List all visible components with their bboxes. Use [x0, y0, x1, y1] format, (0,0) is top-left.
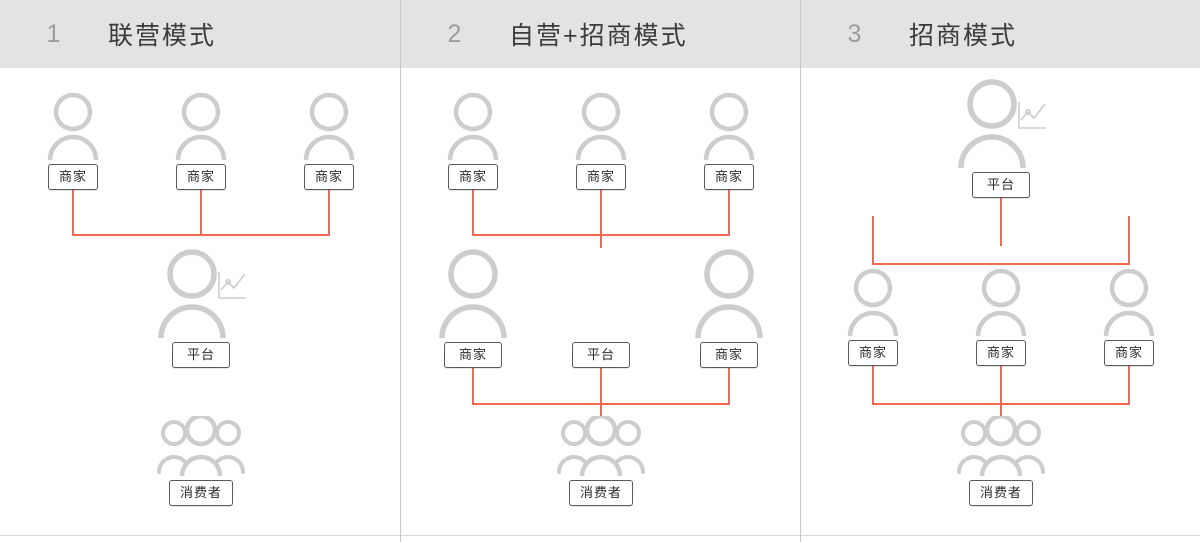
- panel-2-body: 商家 商家: [401, 68, 800, 542]
- panel-1-consumer[interactable]: 消费者: [146, 413, 256, 506]
- panel-2-merchant-3[interactable]: 商家: [689, 88, 769, 190]
- person-with-chart-icon: [151, 246, 251, 341]
- person-icon: [679, 246, 779, 341]
- panel-2-consumer-label: 消费者: [568, 480, 633, 506]
- person-icon: [445, 88, 501, 163]
- person-icon: [845, 264, 901, 339]
- people-group-icon: [155, 413, 247, 479]
- panel-1-merchant-1[interactable]: 商家: [33, 88, 113, 190]
- people-group-icon: [955, 413, 1047, 479]
- panel-1-platform-label: 平台: [171, 342, 230, 368]
- panel-1-body: 商家 商家: [0, 68, 400, 542]
- panel-1-platform[interactable]: 平台: [151, 246, 251, 368]
- person-icon: [1101, 264, 1157, 339]
- panel-3-index: 3: [847, 19, 863, 48]
- panel-3-title: 招商模式: [909, 22, 1018, 50]
- panel-2-platform[interactable]: 平台: [551, 246, 651, 368]
- panel-2-consumer[interactable]: 消费者: [546, 413, 656, 506]
- panel-1-bottom-rule: [0, 535, 400, 536]
- panel-1: 1 联营模式: [0, 0, 400, 542]
- panel-2-merchant-3-label: 商家: [703, 164, 754, 190]
- person-icon: [701, 88, 757, 163]
- panel-2: 2 自营+招商模式: [400, 0, 800, 542]
- panel-1-header: 1 联营模式: [0, 0, 400, 68]
- person-icon: [301, 88, 357, 163]
- panel-1-merchant-2-label: 商家: [175, 164, 226, 190]
- panel-2-header: 2 自营+招商模式: [401, 0, 800, 68]
- panel-3-bottom-rule: [801, 535, 1200, 536]
- panel-2-index: 2: [447, 19, 463, 48]
- panel-3-header: 3 招商模式: [801, 0, 1200, 68]
- panel-1-index: 1: [46, 19, 62, 48]
- panel-1-merchant-2[interactable]: 商家: [161, 88, 241, 190]
- panel-1-merchant-3[interactable]: 商家: [289, 88, 369, 190]
- person-icon: [173, 88, 229, 163]
- panel-2-middle-merchant-left[interactable]: 商家: [423, 246, 523, 368]
- panel-2-title: 自营+招商模式: [509, 22, 688, 50]
- panel-3: 3 招商模式: [800, 0, 1200, 542]
- platform-icon-placeholder: [551, 246, 651, 338]
- people-group-icon: [555, 413, 647, 479]
- panel-1-title: 联营模式: [108, 22, 217, 50]
- panel-2-merchant-1[interactable]: 商家: [433, 88, 513, 190]
- panel-2-merchant-1-label: 商家: [447, 164, 498, 190]
- person-icon: [573, 88, 629, 163]
- panel-3-merchant-2[interactable]: 商家: [961, 264, 1041, 366]
- panel-3-merchant-1-label: 商家: [847, 340, 898, 366]
- panel-3-merchant-3[interactable]: 商家: [1089, 264, 1169, 366]
- panel-1-merchant-3-label: 商家: [303, 164, 354, 190]
- panel-3-consumer-label: 消费者: [968, 480, 1033, 506]
- person-icon: [45, 88, 101, 163]
- panel-2-middle-merchant-right-label: 商家: [699, 342, 758, 368]
- panel-3-body: 平台 商家: [801, 68, 1200, 542]
- panel-3-merchant-1[interactable]: 商家: [833, 264, 913, 366]
- panel-3-consumer[interactable]: 消费者: [946, 413, 1056, 506]
- panel-2-middle-merchant-left-label: 商家: [443, 342, 502, 368]
- person-icon: [423, 246, 523, 341]
- panel-2-platform-label: 平台: [571, 342, 630, 368]
- person-with-chart-icon: [951, 76, 1051, 171]
- panel-2-merchant-2-label: 商家: [575, 164, 626, 190]
- panel-2-bottom-rule: [401, 535, 800, 536]
- panel-1-consumer-label: 消费者: [168, 480, 233, 506]
- panel-2-middle-merchant-right[interactable]: 商家: [679, 246, 779, 368]
- panel-3-platform[interactable]: 平台: [951, 76, 1051, 198]
- panel-3-platform-label: 平台: [971, 172, 1030, 198]
- panel-2-merchant-2[interactable]: 商家: [561, 88, 641, 190]
- panel-3-merchant-3-label: 商家: [1103, 340, 1154, 366]
- panel-3-merchant-2-label: 商家: [975, 340, 1026, 366]
- person-icon: [973, 264, 1029, 339]
- panel-1-merchant-1-label: 商家: [47, 164, 98, 190]
